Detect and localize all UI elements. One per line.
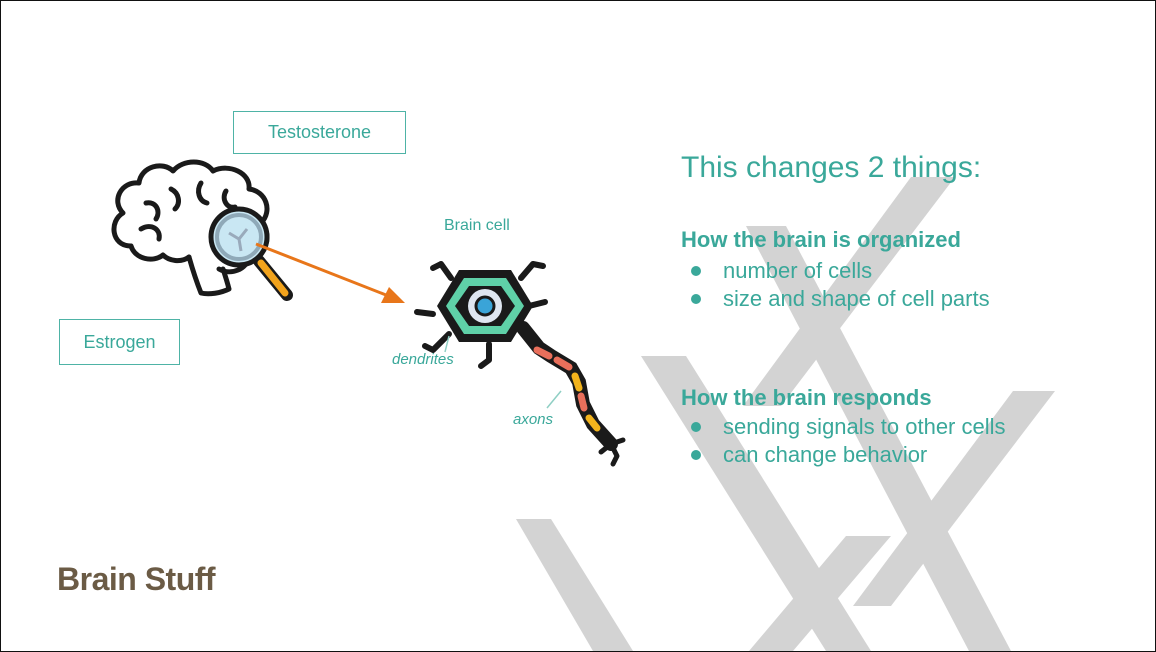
responds-section-title: How the brain responds [681,385,932,411]
list-item-text: sending signals to other cells [723,413,1006,441]
responds-list: sending signals to other cells can chang… [681,413,1006,469]
list-item-text: can change behavior [723,441,927,469]
list-item: size and shape of cell parts [681,285,990,313]
changes-heading: This changes 2 things: [681,151,981,185]
brain-cell-label: Brain cell [444,217,510,235]
list-item: sending signals to other cells [681,413,1006,441]
organized-section-title: How the brain is organized [681,227,961,253]
axons-label: axons [513,411,553,428]
list-item: number of cells [681,257,990,285]
slide-title: Brain Stuff [57,561,215,598]
organized-list: number of cells size and shape of cell p… [681,257,990,313]
list-item-text: number of cells [723,257,872,285]
bullet-icon [691,294,701,304]
bullet-icon [691,450,701,460]
dendrites-label: dendrites [392,351,454,368]
list-item: can change behavior [681,441,1006,469]
list-item-text: size and shape of cell parts [723,285,990,313]
bullet-icon [691,266,701,276]
bullet-icon [691,422,701,432]
